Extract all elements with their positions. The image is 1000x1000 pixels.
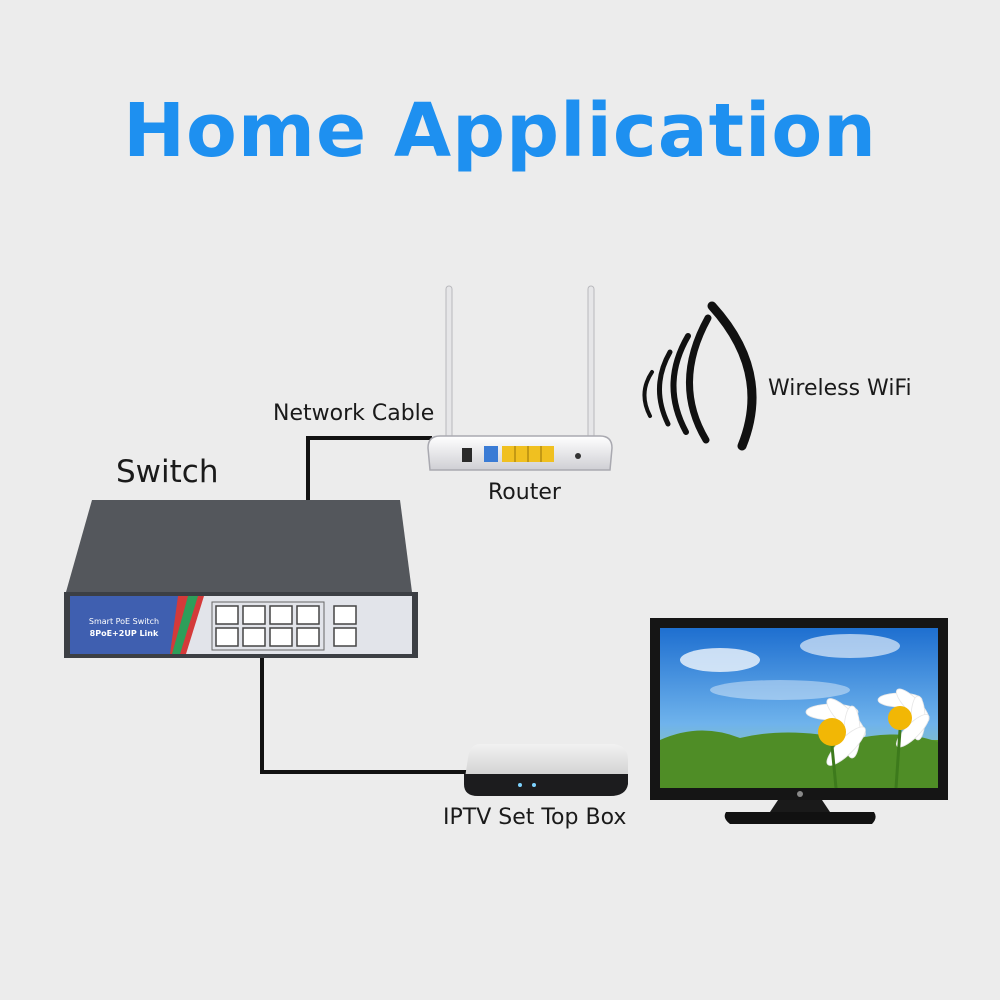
page-title: Home Application xyxy=(123,88,877,174)
switch-label: Switch xyxy=(116,454,219,490)
iptv-set-top-box xyxy=(464,744,628,796)
switch-panel-line2: 8PoE+2UP Link xyxy=(90,629,159,638)
iptv-cable xyxy=(260,658,468,774)
wireless-wifi-label: Wireless WiFi xyxy=(768,376,912,401)
switch-panel-line1: Smart PoE Switch xyxy=(89,617,159,626)
television xyxy=(650,618,948,824)
router-device xyxy=(427,285,613,471)
router-label: Router xyxy=(488,480,561,505)
daisy-flower-icon xyxy=(805,688,930,789)
wifi-waves-icon xyxy=(642,301,757,451)
poe-switch-device: Smart PoE Switch 8PoE+2UP Link xyxy=(64,500,418,658)
network-cable xyxy=(306,436,432,500)
network-cable-label: Network Cable xyxy=(273,401,435,426)
iptv-box-label: IPTV Set Top Box xyxy=(443,805,627,830)
